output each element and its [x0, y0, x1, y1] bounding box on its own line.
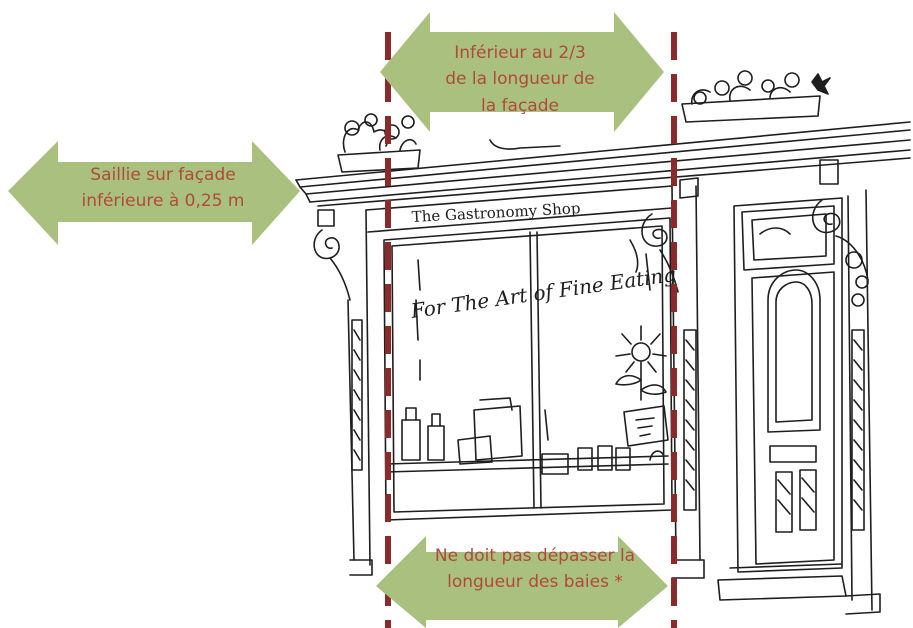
- pilaster-right: [811, 159, 881, 615]
- arrow-longueur: [380, 12, 664, 132]
- window-display: [401, 325, 669, 475]
- annotation-saillie: Saillie sur façade inférieure à 0,25 m: [81, 165, 245, 212]
- flower-box-right: [489, 70, 831, 150]
- flower-box-left: [337, 113, 421, 173]
- shop-fascia: [365, 185, 673, 233]
- window-script-text: For The Art of Fine Eating: [408, 262, 677, 323]
- annotation-longueur: Inférieur au 2/3 de la longueur de la fa…: [445, 43, 595, 116]
- pilaster-left: [313, 209, 373, 576]
- cornice: [295, 121, 911, 207]
- annotation-baies: Ne doit pas dépasser la longueur des bai…: [434, 546, 636, 593]
- arrow-baies: [376, 536, 668, 628]
- guide-lines: [385, 32, 677, 628]
- arrow-saillie: [8, 141, 300, 245]
- door: [717, 197, 847, 601]
